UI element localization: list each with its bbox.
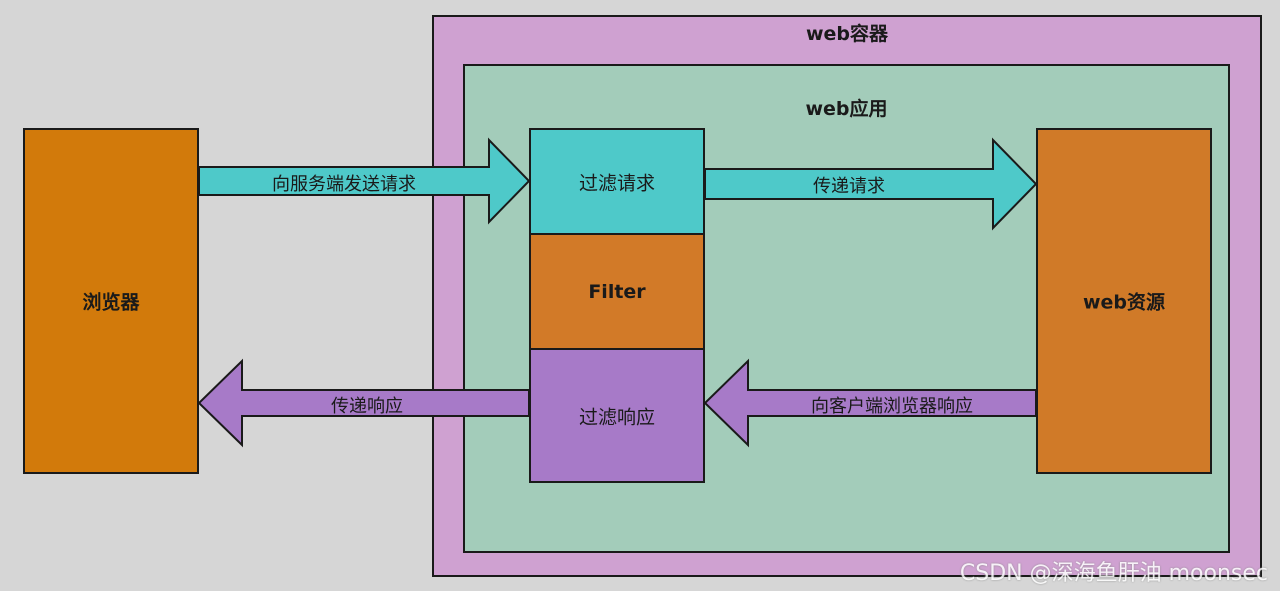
web-resource-box: web资源 <box>1036 128 1212 474</box>
respond-client-arrow <box>703 358 1037 448</box>
watermark: CSDN @深海鱼肝油 moonsec <box>959 561 1268 586</box>
send-request-arrow <box>198 137 531 225</box>
pass-request-label: 传递请求 <box>813 176 885 197</box>
browser-label: 浏览器 <box>82 291 140 314</box>
browser-box: 浏览器 <box>23 128 199 474</box>
filter-response-label: 过滤响应 <box>578 406 655 428</box>
filter-box: Filter <box>529 233 705 350</box>
filter-request-label: 过滤请求 <box>578 172 655 194</box>
pass-response-label: 传递响应 <box>331 396 403 417</box>
pass-request-arrow <box>704 137 1038 231</box>
web-container-label: web容器 <box>805 23 889 45</box>
filter-request-box: 过滤请求 <box>529 128 705 235</box>
web-application-label: web应用 <box>805 98 888 120</box>
filter-label: Filter <box>588 280 646 303</box>
respond-client-label: 向客户端浏览器响应 <box>811 396 973 417</box>
pass-response-arrow <box>197 358 530 448</box>
filter-response-box: 过滤响应 <box>529 348 705 483</box>
web-resource-label: web资源 <box>1082 291 1166 314</box>
send-request-label: 向服务端发送请求 <box>272 174 416 195</box>
